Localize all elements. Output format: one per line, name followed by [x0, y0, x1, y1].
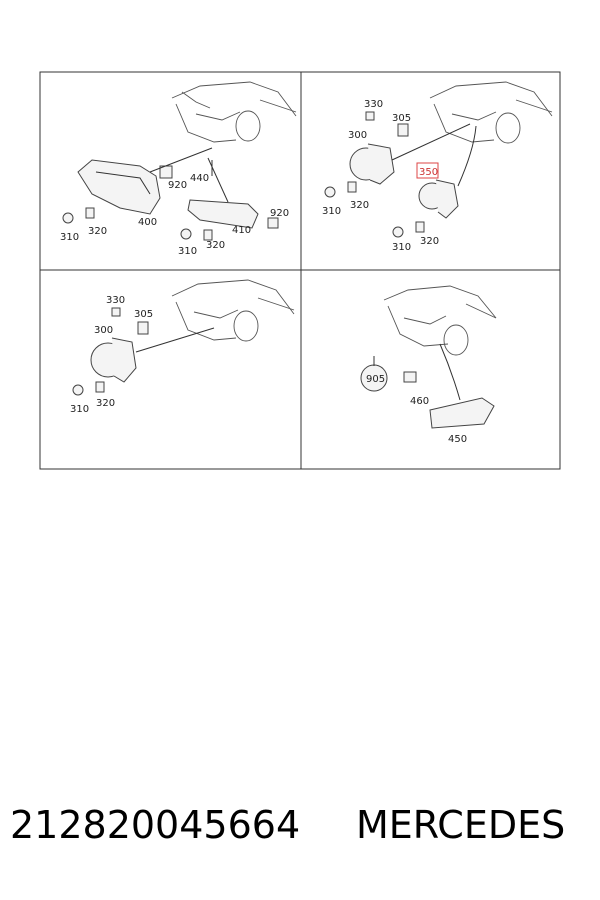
label-330: 330 [106, 295, 125, 306]
bulb-305 [397, 123, 409, 137]
bulb-460 [403, 371, 417, 383]
label-460: 460 [410, 396, 429, 407]
panel-top-left: 920 440 400 920 410 310 320 310 320 [60, 81, 297, 257]
label-310-center: 310 [178, 246, 197, 257]
label-400: 400 [138, 217, 157, 228]
label-310-b: 310 [392, 242, 411, 253]
label-450: 450 [448, 434, 467, 445]
label-305: 305 [134, 309, 153, 320]
label-320: 320 [96, 398, 115, 409]
label-320-a: 320 [350, 200, 369, 211]
bulb-920-lower [267, 217, 279, 229]
clip-320-b [415, 221, 425, 233]
screw-310-b [392, 226, 404, 238]
trim-450 [429, 397, 495, 429]
panel-bottom-left: 330 305 300 310 320 [70, 279, 295, 415]
bulb-305 [137, 321, 149, 335]
panel-top-right: 330 305 300 350 310 320 310 320 [322, 81, 553, 253]
label-350: 350 [419, 167, 438, 178]
clip-320-left [85, 207, 95, 219]
car-front-illustration [171, 279, 295, 342]
clip-330 [365, 111, 375, 121]
screw-310-a [324, 186, 336, 198]
headlamp-400 [77, 159, 161, 215]
label-330: 330 [364, 99, 383, 110]
label-300: 300 [94, 325, 113, 336]
label-310-left: 310 [60, 232, 79, 243]
daytime-running-light-410 [187, 199, 259, 229]
label-320-center: 320 [206, 240, 225, 251]
label-300: 300 [348, 130, 367, 141]
clip-320-center [203, 229, 213, 241]
panel-bottom-right: 905 460 450 [360, 285, 497, 445]
car-front-illustration [383, 285, 497, 356]
label-320-left: 320 [88, 226, 107, 237]
screw-310-left [62, 212, 74, 224]
label-320-b: 320 [420, 236, 439, 247]
label-920-lower: 920 [270, 208, 289, 219]
label-440: 440 [190, 173, 209, 184]
label-305: 305 [392, 113, 411, 124]
label-310: 310 [70, 404, 89, 415]
screw-310 [72, 384, 84, 396]
car-front-illustration [429, 81, 553, 144]
brand-name: MERCEDES [356, 803, 566, 847]
parts-diagram: 920 440 400 920 410 310 320 310 320 [39, 71, 561, 470]
label-410: 410 [232, 225, 251, 236]
label-905: 905 [366, 374, 385, 385]
clip-320 [95, 381, 105, 393]
clip-320-a [347, 181, 357, 193]
screw-310-center [180, 228, 192, 240]
car-front-illustration [171, 81, 297, 143]
part-number: 212820045664 [10, 803, 301, 847]
label-310-a: 310 [322, 206, 341, 217]
highlight-box-350 [416, 162, 439, 179]
label-920-upper: 920 [168, 180, 187, 191]
clip-330 [111, 307, 121, 317]
